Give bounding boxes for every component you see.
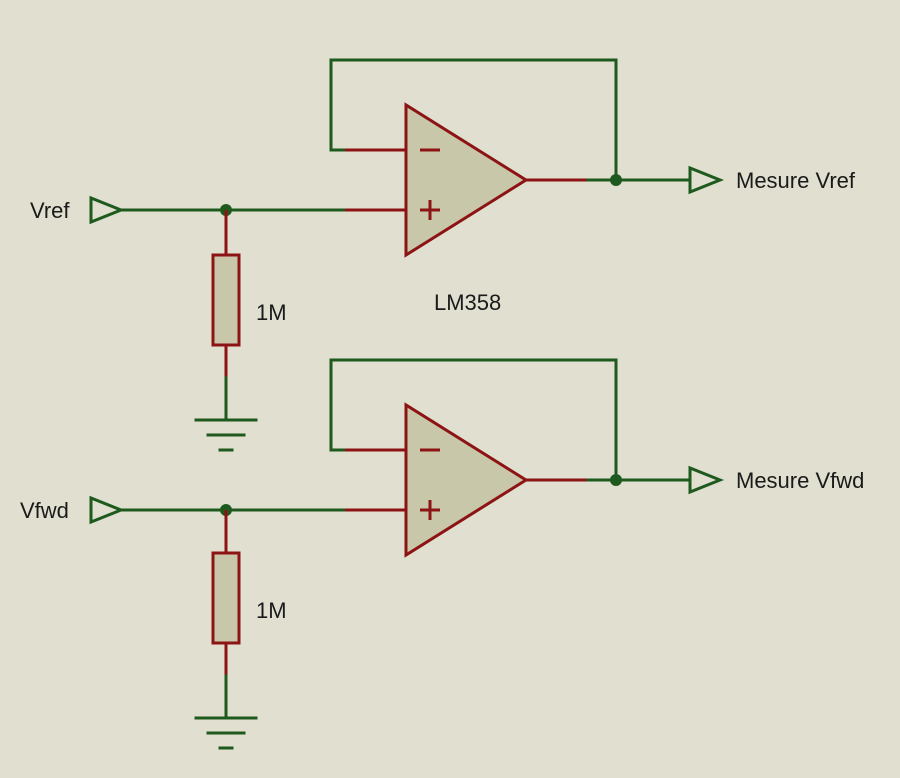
ground-icon [194, 674, 258, 750]
input-label-vfwd: Vfwd [20, 498, 69, 523]
opamp-triangle-vref[interactable] [404, 102, 529, 258]
resistor-vref[interactable] [211, 253, 241, 347]
output-terminal-vfwd[interactable] [688, 465, 725, 495]
stage-vref: Vref 1M Mesure Vref [30, 58, 856, 452]
opamp-part-label: LM358 [434, 290, 501, 315]
ground-icon [194, 376, 258, 452]
wire-feedback-vref [329, 58, 618, 182]
resistor-label-vfwd: 1M [256, 598, 287, 623]
output-label-vfwd: Mesure Vfwd [736, 468, 864, 493]
wire-feedback-vfwd [329, 358, 618, 482]
input-label-vref: Vref [30, 198, 70, 223]
output-label-vref: Mesure Vref [736, 168, 856, 193]
opamp-triangle-vfwd[interactable] [404, 402, 529, 558]
output-terminal-vref[interactable] [688, 165, 725, 195]
resistor-label-vref: 1M [256, 300, 287, 325]
junction-vfwd-output [610, 474, 622, 486]
resistor-vfwd[interactable] [211, 551, 241, 645]
input-terminal-vref[interactable] [89, 195, 126, 225]
input-terminal-vfwd[interactable] [89, 495, 126, 525]
junction-vref-output [610, 174, 622, 186]
stage-vfwd: Vfwd 1M Mesure Vfwd [20, 358, 864, 750]
